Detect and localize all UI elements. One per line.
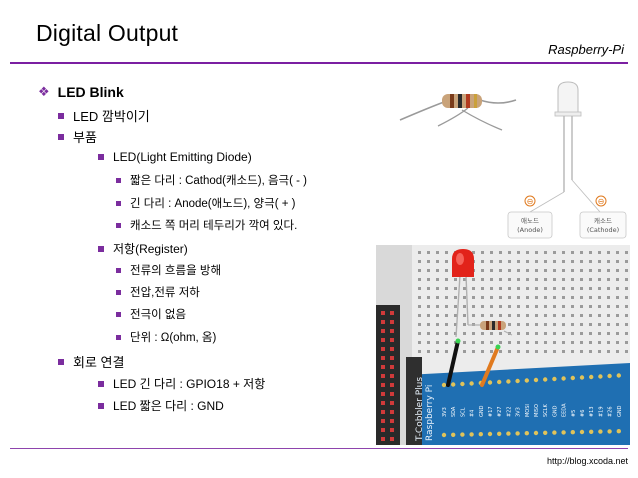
bullet-level-3: 저항(Register) — [98, 240, 188, 257]
square-bullet-icon — [116, 311, 121, 317]
cobbler-pin-label: #27 — [497, 406, 503, 417]
cobbler-pin-label: #19 — [598, 406, 604, 417]
bullet-text: 캐소드 쪽 머리 테두리가 깍여 있다. — [130, 220, 298, 232]
cobbler-text-1: T-Cobbler Plus — [415, 377, 425, 442]
square-bullet-icon — [98, 380, 104, 387]
led-anatomy-diagram: ⊖ ⊖ 애노드 (Anode) 캐소드 (Cathode) — [507, 81, 627, 239]
square-bullet-icon — [116, 267, 121, 273]
cathode-label: 캐소드 — [594, 217, 612, 225]
cobbler-pin-label: #26 — [608, 406, 614, 417]
brand-label: Raspberry-Pi — [548, 42, 624, 57]
bullet-text: 부품 — [73, 130, 97, 145]
footer-divider — [10, 448, 628, 449]
cobbler-pin-label: SDA — [451, 406, 457, 417]
cobbler-pin-label: EEDA — [562, 403, 568, 417]
square-bullet-icon — [116, 289, 121, 295]
bullet-level-4: 단위 : Ω(ohm, 옴) — [116, 329, 216, 345]
bullet-level-4: 긴 다리 : Anode(애노드), 양극( + ) — [116, 195, 296, 211]
bullet-level-2: LED 깜박이기 — [58, 106, 150, 125]
bullet-level-2: 부품 — [58, 127, 97, 146]
led-cathode-symbol: ⊖ — [598, 197, 605, 206]
square-bullet-icon — [58, 112, 64, 119]
cobbler-pin-label: SCL — [460, 407, 466, 417]
bullet-text: LED(Light Emitting Diode) — [113, 150, 252, 164]
bullet-level-3: LED 짧은 다리 : GND — [98, 397, 224, 414]
anode-label: 애노드 — [521, 216, 539, 225]
bullet-level-2: 회로 연결 — [58, 352, 124, 371]
bullet-text: 회로 연결 — [73, 355, 125, 370]
cobbler-pins — [441, 373, 621, 438]
cobbler-pin-label: #22 — [506, 406, 512, 417]
cobbler-pin-label: MISO — [534, 404, 540, 417]
bullet-text: 저항(Register) — [113, 242, 188, 256]
square-bullet-icon — [116, 222, 121, 228]
square-bullet-icon — [58, 133, 64, 140]
cobbler-pin-label: #17 — [488, 406, 494, 417]
footer-url: http://blog.xcoda.net — [546, 456, 628, 466]
bullet-level-4: 전류의 흐름을 방해 — [116, 262, 221, 278]
bullet-level-1: ❖ LED Blink — [38, 84, 124, 100]
cobbler-pin-label: GND — [479, 405, 485, 417]
bullet-text: LED 긴 다리 : GPIO18 + 저항 — [113, 377, 266, 391]
bullet-level-4: 짧은 다리 : Cathod(캐소드), 음극( - ) — [116, 172, 307, 188]
bullet-text: 전극이 없음 — [130, 309, 187, 321]
cobbler-pin-label: GND — [617, 405, 623, 417]
bullet-text: LED 짧은 다리 : GND — [113, 399, 224, 413]
led-red-icon — [452, 249, 474, 277]
cobbler-pin-label: #5 — [571, 410, 577, 417]
bullet-level-3: LED(Light Emitting Diode) — [98, 150, 252, 164]
anode-label-en: (Anode) — [517, 226, 543, 234]
orange-wire — [480, 345, 500, 387]
bullet-text: 전류의 흐름을 방해 — [130, 265, 222, 277]
cobbler-pin-label: SCLK — [543, 404, 549, 417]
cobbler-pin-label: #4 — [470, 410, 476, 417]
square-bullet-icon — [116, 177, 121, 183]
square-bullet-icon — [116, 200, 121, 206]
square-bullet-icon — [98, 154, 104, 160]
bullet-level-4: 캐소드 쪽 머리 테두리가 깍여 있다. — [116, 217, 297, 233]
cobbler-pin-label: #13 — [589, 406, 595, 417]
cathode-label-en: (Cathode) — [587, 226, 619, 234]
black-wire — [446, 339, 460, 387]
bullet-text: 전압,전류 저하 — [130, 287, 200, 299]
header-pins — [381, 311, 394, 441]
cobbler-pin-label: MOSI — [525, 404, 531, 417]
bullet-text: 단위 : Ω(ohm, 옴) — [130, 332, 217, 344]
cobbler-text-2: Raspberry Pi — [425, 385, 435, 441]
bullet-text: LED Blink — [57, 84, 124, 100]
diamond-bullet-icon: ❖ — [38, 84, 50, 99]
square-bullet-icon — [58, 358, 64, 365]
cobbler-pin-label: 3V3 — [442, 407, 448, 417]
square-bullet-icon — [98, 245, 104, 252]
led-anode-symbol: ⊖ — [527, 197, 534, 206]
slide-title: Digital Output — [36, 20, 179, 46]
cobbler-pin-label: 3V3 — [516, 407, 522, 417]
bullet-level-4: 전극이 없음 — [116, 306, 186, 322]
bullet-level-4: 전압,전류 저하 — [116, 284, 200, 300]
bullet-text: 짧은 다리 : Cathod(캐소드), 음극( - ) — [130, 175, 308, 187]
bullet-text: LED 깜박이기 — [73, 109, 150, 124]
title-divider — [10, 62, 628, 64]
cobbler-pin-label: #6 — [580, 410, 586, 417]
square-bullet-icon — [98, 402, 104, 409]
resistor-illustration — [399, 94, 517, 131]
cobbler-pin-label: GND — [552, 405, 558, 417]
square-bullet-icon — [116, 334, 121, 340]
bullet-text: 긴 다리 : Anode(애노드), 양극( + ) — [130, 198, 296, 210]
bullet-level-3: LED 긴 다리 : GPIO18 + 저항 — [98, 375, 265, 392]
